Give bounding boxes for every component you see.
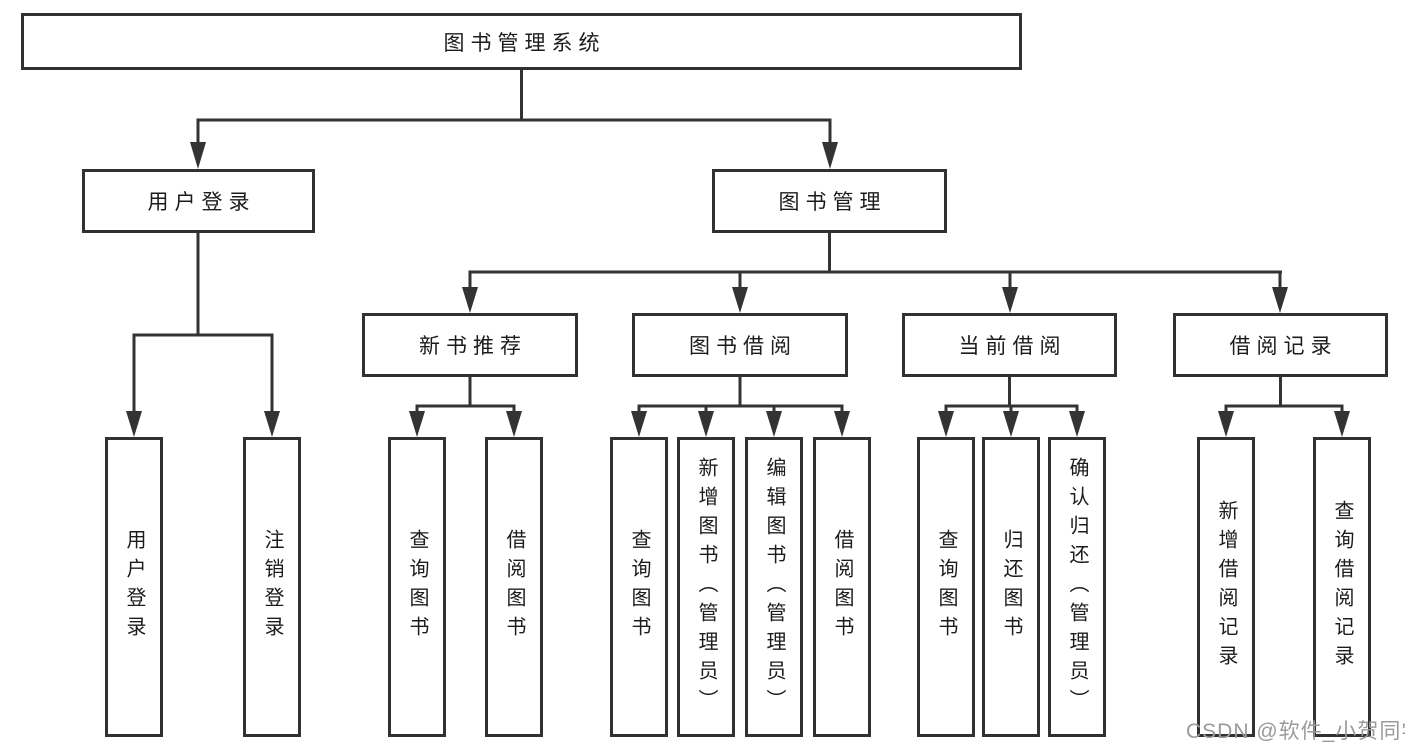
node-label: 借阅图书: [503, 529, 525, 645]
node-label: 确认归还（管理员）: [1066, 456, 1088, 718]
node-label: 图书管理系统: [443, 31, 606, 55]
node-book-management: 图书管理: [712, 169, 947, 233]
node-label: 新增图书（管理员）: [695, 456, 717, 718]
node-borrowing-records: 借阅记录: [1173, 313, 1388, 377]
node-label: 归还图书: [1000, 529, 1022, 645]
leaf-borrow-books-recommend: 借阅图书: [485, 437, 543, 737]
leaf-user-login: 用户登录: [105, 437, 163, 737]
node-label: 借阅记录: [1229, 335, 1338, 358]
node-user-login: 用户登录: [82, 169, 315, 233]
csdn-watermark: CSDN @软件_小贺同学: [1186, 720, 1405, 743]
node-label: 图书借阅: [689, 335, 797, 358]
node-current-borrowing: 当前借阅: [902, 313, 1117, 377]
leaf-borrow-books-borrowing: 借阅图书: [813, 437, 871, 737]
leaf-edit-books-admin: 编辑图书（管理员）: [745, 437, 803, 737]
leaf-logout-login: 注销登录: [243, 437, 301, 737]
leaf-add-borrow-record: 新增借阅记录: [1197, 437, 1255, 737]
node-label: 新书推荐: [419, 335, 527, 358]
leaf-confirm-return-admin: 确认归还（管理员）: [1048, 437, 1106, 737]
node-label: 查询图书: [628, 529, 650, 645]
leaf-query-books-current: 查询图书: [917, 437, 975, 737]
node-label: 用户登录: [147, 191, 256, 214]
node-label: 注销登录: [261, 529, 283, 645]
node-label: 编辑图书（管理员）: [763, 456, 785, 718]
node-root-system: 图书管理系统: [21, 13, 1022, 70]
node-label: 查询图书: [406, 529, 428, 645]
leaf-query-books-borrowing: 查询图书: [610, 437, 668, 737]
leaf-add-books-admin: 新增图书（管理员）: [677, 437, 735, 737]
leaf-query-books-recommend: 查询图书: [388, 437, 446, 737]
node-label: 查询借阅记录: [1331, 500, 1353, 674]
node-label: 图书管理: [778, 191, 887, 214]
node-book-borrowing: 图书借阅: [632, 313, 848, 377]
node-label: 借阅图书: [831, 529, 853, 645]
node-label: 查询图书: [935, 529, 957, 645]
node-label: 新增借阅记录: [1215, 500, 1237, 674]
leaf-query-borrow-record: 查询借阅记录: [1313, 437, 1371, 737]
leaf-return-books: 归还图书: [982, 437, 1040, 737]
node-label: 用户登录: [123, 529, 145, 645]
node-new-book-recommendation: 新书推荐: [362, 313, 578, 377]
node-label: 当前借阅: [958, 335, 1067, 358]
